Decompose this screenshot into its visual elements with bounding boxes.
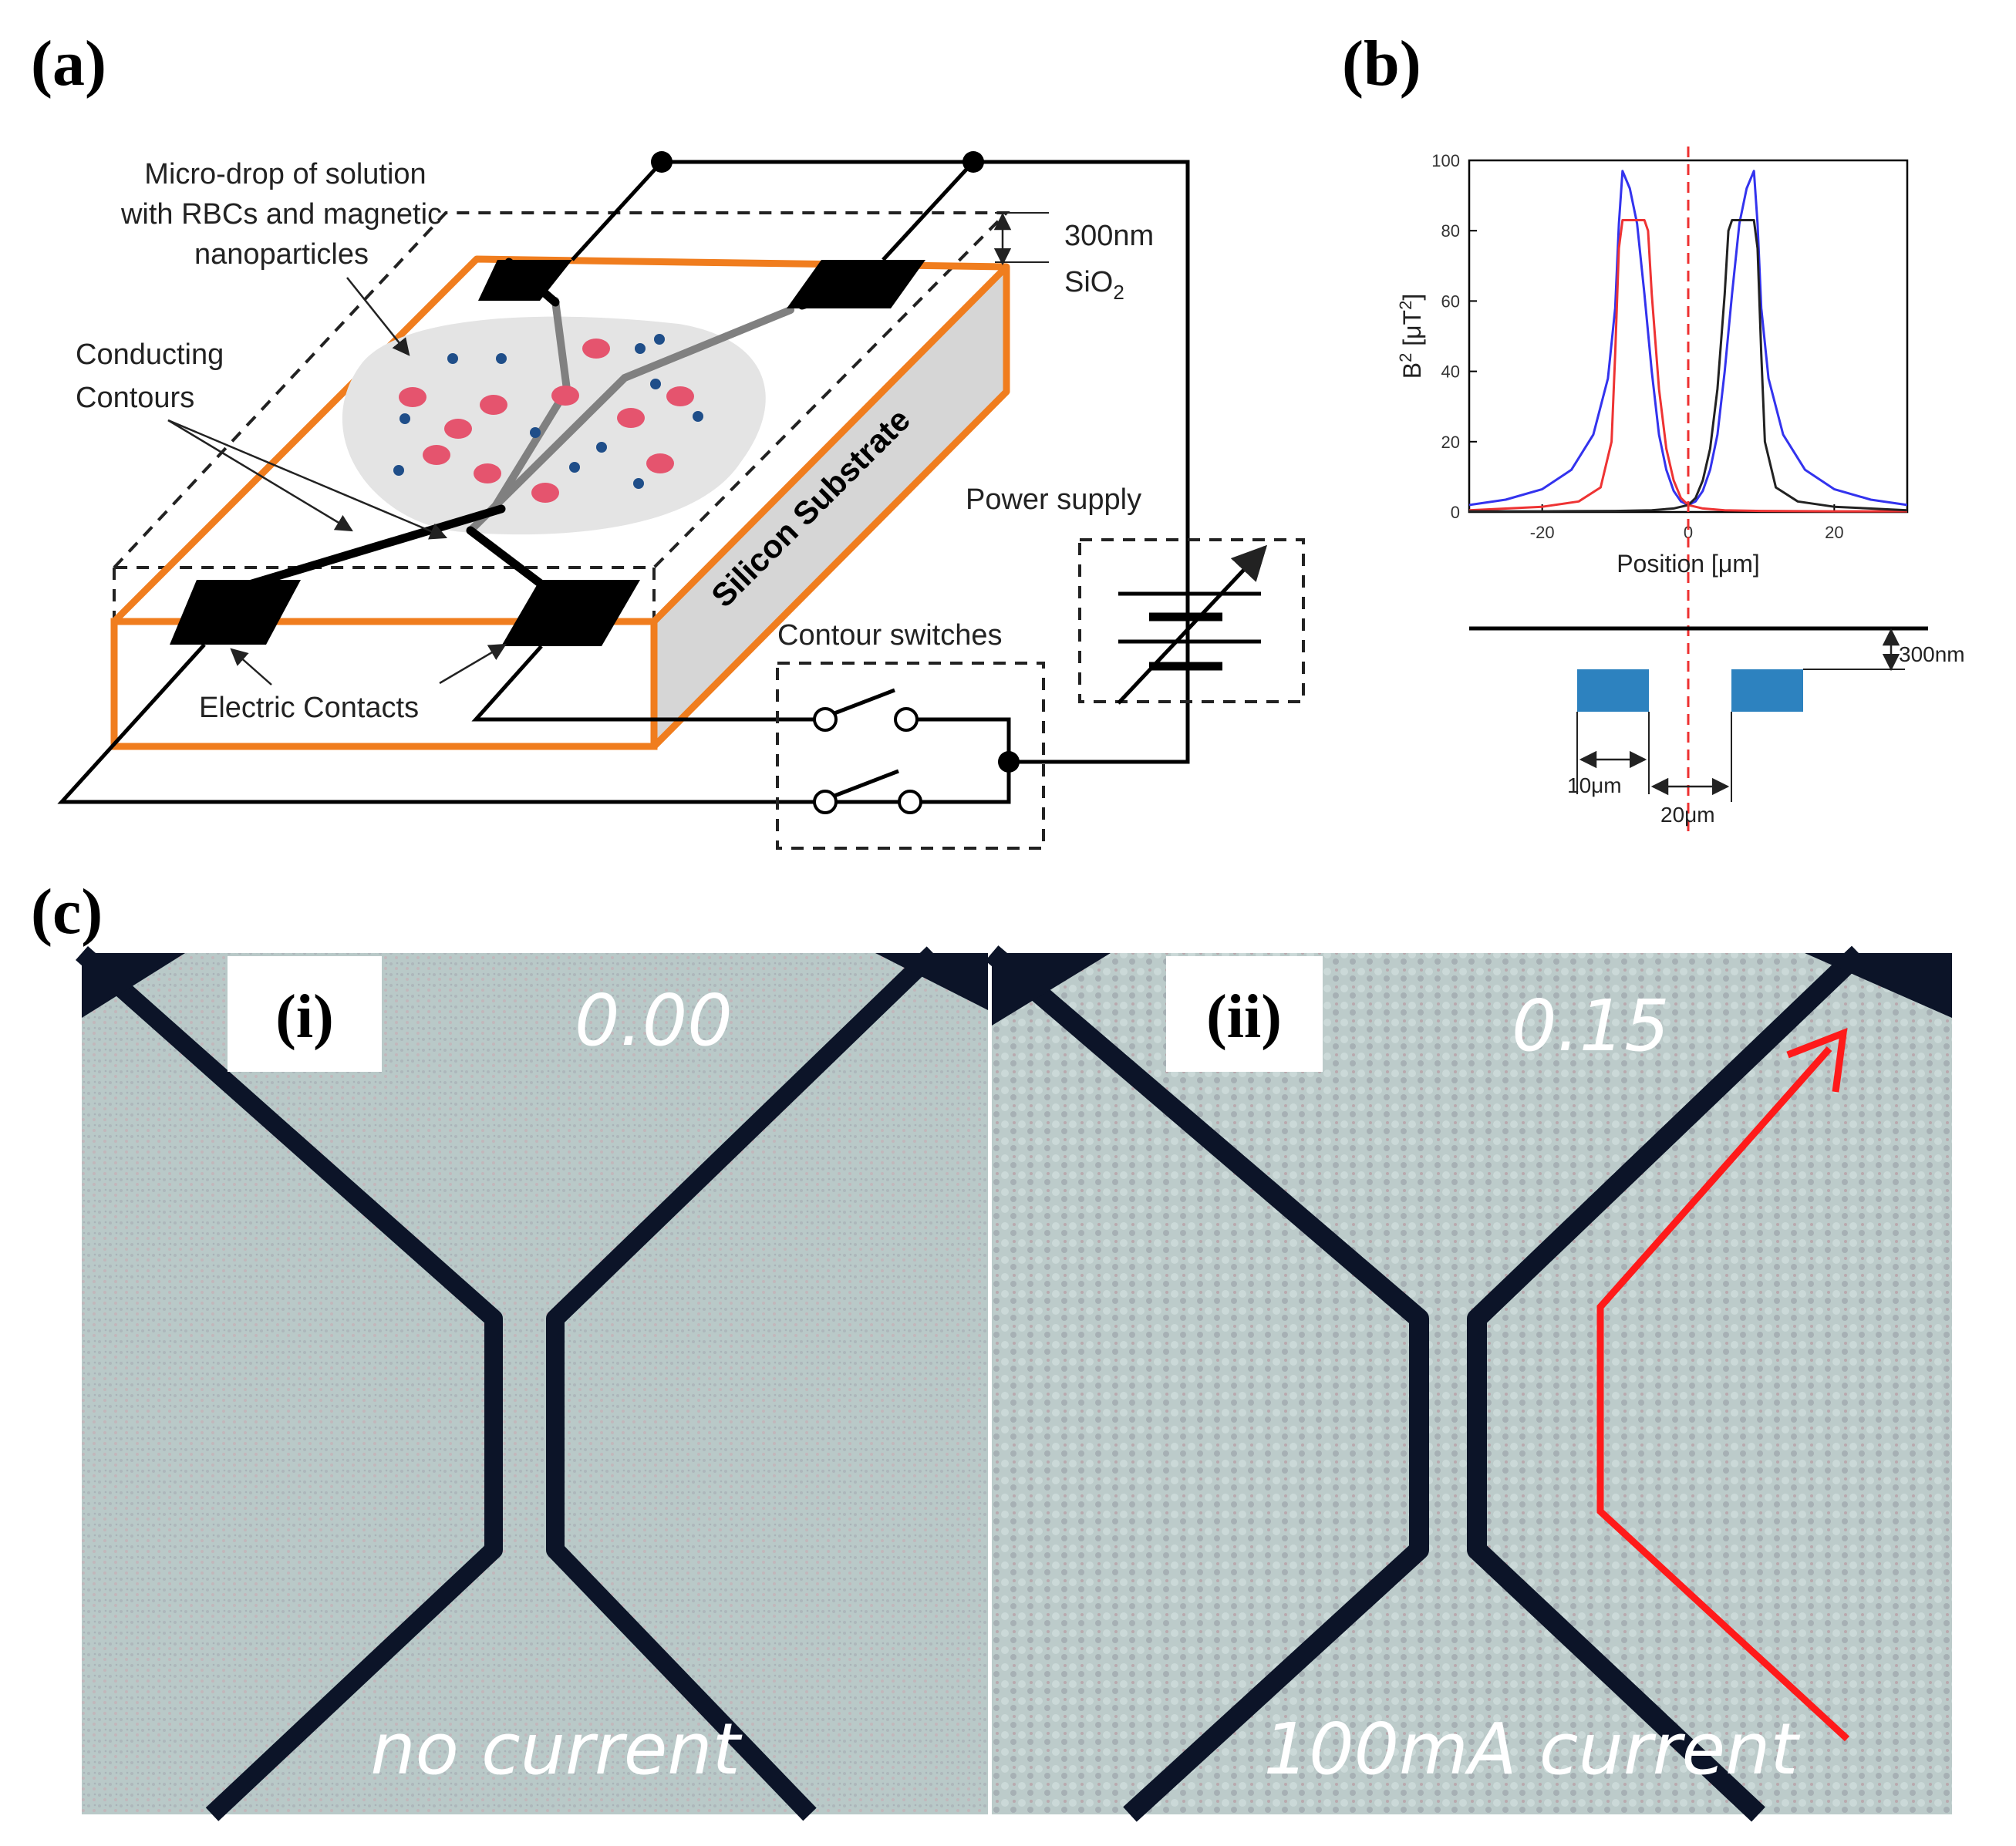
x-axis-label: Position [μm] — [1617, 550, 1760, 578]
micro-drop-label-line-1: Micro-drop of solution — [144, 158, 426, 190]
series-line-3 — [1469, 219, 1908, 513]
substrate-side-face — [654, 267, 1006, 746]
micro-drop-label-line-2: with RBCs and magnetic — [120, 198, 442, 231]
oxide-thickness-label: 300nm — [1064, 220, 1154, 252]
x-tick-label: 0 — [1684, 523, 1693, 542]
micro-drop-label-line-3: nanoparticles — [194, 238, 369, 271]
power-supply-label: Power supply — [966, 483, 1141, 516]
electric-contact-pads — [170, 260, 925, 646]
y-tick-label: 0 — [1451, 503, 1460, 522]
silicon-substrate: Silicon Substrate — [110, 255, 1010, 750]
conducting-label-line-2: Contours — [76, 382, 194, 414]
plot-frame — [1468, 159, 1909, 514]
contact-pad-bottom-right — [501, 580, 640, 646]
y-tick-label: 20 — [1441, 433, 1460, 452]
substrate-front-face — [110, 618, 658, 750]
subpanel-i-caption: no current — [370, 1708, 742, 1790]
power-supply[interactable] — [1078, 538, 1305, 705]
width-dimension-label: 10μm — [1567, 773, 1622, 797]
contact-pad-top-right — [787, 260, 925, 308]
cross-section-schematic: 300nm 10μm 20μm — [1469, 626, 1965, 827]
conducting-label-line-1: Conducting — [76, 339, 224, 371]
y-tick-label: 60 — [1441, 291, 1460, 311]
spacing-dimension-label: 20μm — [1660, 803, 1715, 827]
conductor-left — [1577, 669, 1649, 712]
y-tick-label: 40 — [1441, 362, 1460, 382]
junction-dot-2 — [962, 151, 984, 173]
contour-switches-label: Contour switches — [777, 619, 1002, 652]
nanoparticles — [393, 334, 703, 489]
conductor-right — [1731, 669, 1803, 712]
contour-right — [467, 306, 794, 534]
rbc-particles — [399, 339, 694, 503]
panel-b: (b) -20 0 20 0 20 40 60 80 100 Position [μm] B2 … — [1342, 28, 1965, 833]
micro-drop — [342, 316, 766, 535]
contour-switches[interactable] — [776, 662, 1045, 850]
y-tick-label: 100 — [1431, 151, 1460, 170]
contact-pad-top-left — [478, 260, 572, 301]
micrograph-ii: (ii) 0.15 100mA current — [985, 945, 1952, 1822]
field-profile-chart: -20 0 20 0 20 40 60 80 100 Position [μm] B2 [μT2… — [1396, 147, 1909, 833]
junction-dot-3 — [998, 751, 1020, 773]
panel-a-labels: Micro-drop of solution with RBCs and mag… — [76, 158, 1154, 724]
y-tick-label: 80 — [1441, 221, 1460, 241]
panel-b-label: (b) — [1342, 28, 1421, 99]
gap-dimension-label: 300nm — [1899, 642, 1965, 666]
subpanel-ii-label: (ii) — [1206, 983, 1282, 1051]
contact-pad-bottom-left — [170, 580, 301, 645]
panel-a: (a) Silicon Substrate — [31, 28, 1305, 850]
panel-a-label: (a) — [31, 28, 106, 99]
electric-contacts-label: Electric Contacts — [199, 692, 419, 724]
subpanel-i-label: (i) — [275, 983, 334, 1051]
panel-c-label: (c) — [31, 876, 103, 948]
red-arrow-head — [1786, 1028, 1848, 1093]
junction-dot-1 — [651, 151, 673, 173]
subpanel-ii-caption: 100mA current — [1264, 1708, 1801, 1790]
x-tick-label: 20 — [1825, 523, 1843, 542]
x-tick-label: -20 — [1530, 523, 1555, 542]
circuit-wires — [57, 160, 1190, 804]
subpanel-ii-value: 0.15 — [1512, 985, 1670, 1067]
oxide-material-label: SiO2 — [1064, 266, 1124, 304]
y-axis-label: B2 [μT2] — [1396, 294, 1426, 379]
series-line-2 — [1468, 219, 1907, 513]
panel-c: (c) (i) 0.00 no current — [31, 876, 1952, 1822]
chart-ticks: -20 0 20 0 20 40 60 80 100 — [1431, 151, 1843, 542]
subpanel-i-value: 0.00 — [575, 979, 733, 1062]
red-direction-arrow — [1596, 1046, 1850, 1742]
micrograph-i: (i) 0.00 no current — [76, 946, 988, 1821]
